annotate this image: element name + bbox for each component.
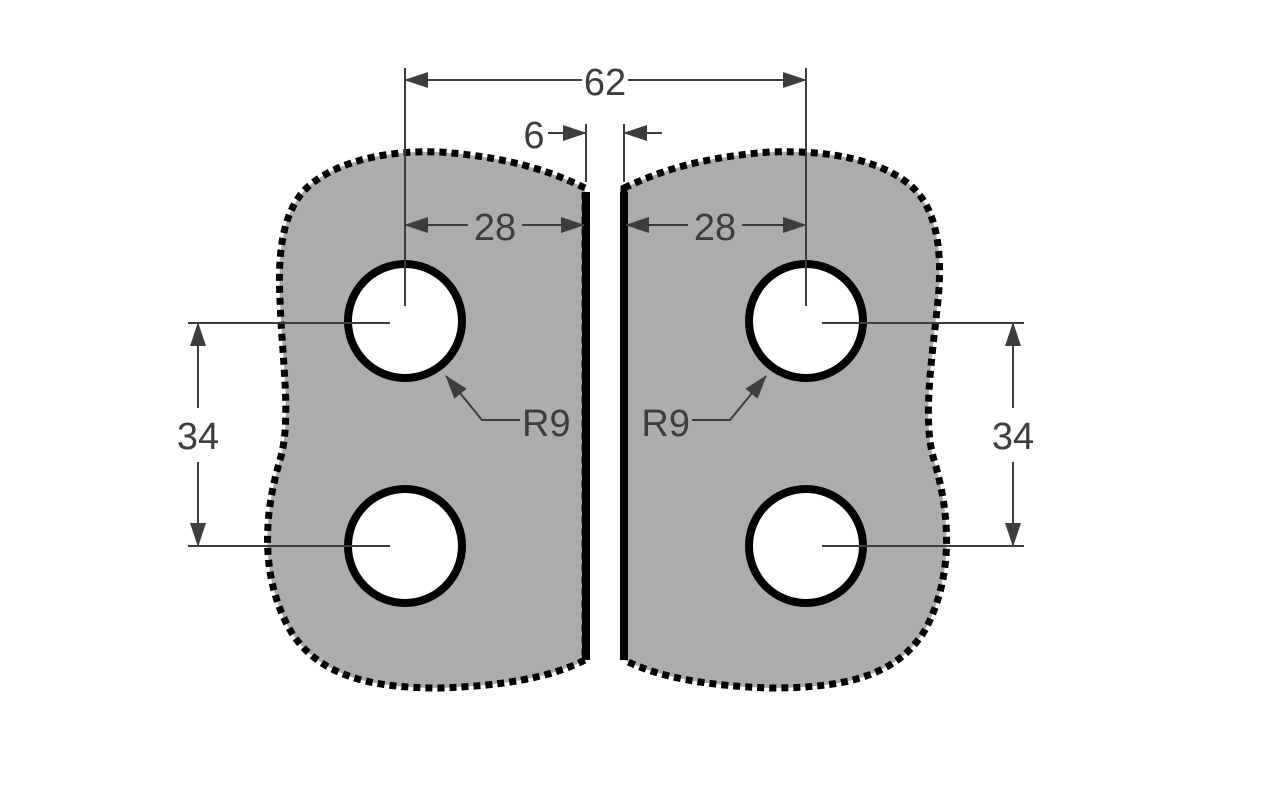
leader-line-r9-left (445, 375, 520, 421)
leader-line-r9-right (692, 375, 767, 421)
radius-label-r9-left: R9 (522, 403, 571, 445)
dimension-28-left: 28 (404, 207, 585, 249)
dimension-34-right: 34 (822, 322, 1034, 547)
left-plate (264, 148, 590, 692)
right-plate (620, 148, 951, 692)
dimension-34-left: 34 (177, 322, 390, 547)
radius-callout-right: R9 (641, 375, 767, 445)
dimension-label-62: 62 (584, 62, 626, 104)
dimension-6: 6 (523, 115, 662, 182)
dimension-label-34-right: 34 (992, 416, 1034, 458)
dimension-62: 62 (404, 62, 807, 306)
dimension-label-28-left: 28 (474, 207, 516, 249)
dimension-label-28-right: 28 (694, 207, 736, 249)
dimension-28-right: 28 (625, 207, 807, 249)
radius-callout-left: R9 (445, 375, 571, 445)
dimension-label-34-left: 34 (177, 416, 219, 458)
radius-label-r9-right: R9 (641, 403, 690, 445)
dimension-label-6: 6 (523, 115, 544, 157)
